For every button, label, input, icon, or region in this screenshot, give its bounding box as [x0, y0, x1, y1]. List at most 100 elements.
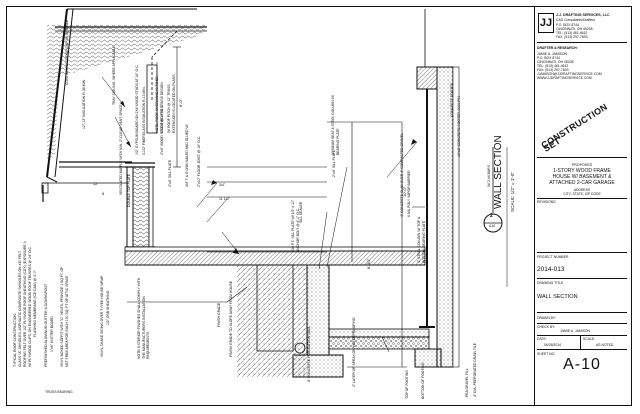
drawing-title: WALL SECTION: [537, 294, 578, 300]
note-vinyl-siding: VINYL SHAKE SIDING OVER TYVEK HOUSE WRAP: [100, 275, 104, 357]
sheet-number: A-10: [563, 356, 601, 373]
detail-number: 2: [490, 213, 493, 219]
date-label: DATE:: [537, 337, 547, 341]
floor-system: [124, 246, 426, 266]
drafter-heading: DRAFTER & RESEARCH:: [537, 46, 578, 50]
project-title-2: HOUSE W/ BASEMENT &: [552, 174, 612, 180]
company-addr1: P.O. BOX 8744: [556, 23, 579, 27]
steel-column: [414, 9, 460, 368]
detail-callout: [483, 147, 508, 287]
dim-pitch-run: 8: [102, 191, 105, 196]
scale-value: AS NOTED: [596, 343, 614, 347]
detail-sheet: A10: [489, 224, 496, 228]
note-box-roof: [146, 64, 158, 134]
note-ridge-cap: CONTINUOUS RIDGE CAP W/ SHINGLE: [65, 19, 69, 85]
project-title-1: 1-STORY WOOD FRAME: [553, 168, 611, 174]
checked-by-label: CHECK BY:: [537, 325, 556, 329]
note-foundation-wall: 8" CONCRETE FOUNDATION WALL: [307, 325, 311, 382]
detail-scale: SCALE: 1/2" = 1'-0": [510, 171, 515, 212]
note-roof-shingles: CLASS "A" SHINGLES, ASPHALTIC COMPOSITE …: [18, 250, 22, 367]
dim-pitch-rise: 12: [93, 181, 98, 186]
note-roof-overhang: NOTE: ROOF OVERHANG IS TO BE MODIFIED PE…: [155, 76, 164, 133]
drafter-line-1: JAMIE A. JAMISON: [537, 52, 567, 56]
drawing-sheet: CONTINUOUS RIDGE CAP W/ SHINGLE 12"-13" …: [6, 6, 632, 406]
note-gypsum: 1/2" GYPSUM BOARD ON 2X4 WOOD STUDS AT 1…: [135, 64, 139, 155]
note-roof-trusses: W/ PLYWOOD CLIPS, ON ENGINEERED WOOD ROO…: [28, 246, 32, 367]
company-sub: CAD Consultants/Drafters: [556, 18, 596, 22]
roof-truss: [41, 8, 207, 202]
dim-joist: 11 1/2": [219, 197, 231, 201]
company-tel: TEL: (513) 461-4612: [556, 31, 588, 35]
note-box-exterior: [256, 264, 294, 352]
note-footer-psi: 16"x8" CONCRETE FOOTER, 3000 PSI: [457, 96, 461, 157]
date: 06/26/2014: [544, 343, 561, 347]
note-fiberglass: 3-1/2" FIBERGLASS INSULATION R-13 MIN.: [142, 86, 146, 155]
drafter-email: JJAMISON@JJDRAFTINGSERVICE.COM: [537, 72, 602, 76]
foundation-wall: [237, 264, 430, 378]
note-pea-gravel: PEA GRAVEL FILL: [465, 368, 469, 397]
drawing-area: CONTINUOUS RIDGE CAP W/ SHINGLE 12"-13" …: [7, 7, 535, 405]
checked-by: JAMIE A. JAMISON: [560, 329, 590, 333]
drafter-line-2: P.O. BOX 8744: [537, 56, 560, 60]
note-subfloor: 3/4" T & G OSB NAILED AND GLUED W/: [185, 124, 189, 187]
note-grade-slope: FINISH GRADE TO SLOPE AWAY FROM HOUSE: [229, 281, 233, 357]
dim-basement-height: 10'-0": [402, 186, 407, 197]
note-gutter-board: 1"x6" GUTTER BOARD: [50, 316, 54, 352]
dim-subfloor: 3/4": [219, 183, 226, 187]
drafter-line-3: CINCINNATI, OH 45208: [537, 60, 574, 64]
revisions-label: REVISIONS: [537, 200, 556, 204]
dim-ceiling-height: 8'-0": [178, 99, 183, 107]
note-tray-ceiling: TRAY CEILING, WHERE APPLICABLE: [112, 45, 116, 105]
scale-label: SCALE:: [583, 337, 596, 341]
note-vapor-barrier: 6 MIL POLY VAPOR BARRIER: [407, 170, 411, 217]
note-bottom-footing: BOTTOM OF FOOTING: [421, 362, 425, 399]
drafter-line-5: FAX: (513) 297-7603: [537, 68, 569, 72]
wall-section-drawing: [41, 8, 508, 378]
company-addr2: CINCINNATI, OH 45208: [556, 27, 593, 31]
company-logo: JJ: [538, 13, 554, 33]
note-waterproofing: 2" LAYER OF SPRAY-ON WATERPROOFING: [352, 317, 356, 387]
note-roof-construction: TYPICAL ROOF CONSTRUCTION:: [13, 313, 17, 367]
note-roof-felt: ROOFING FELT OVER 1/2" PLYWOOD ROOF SHEA…: [23, 241, 27, 367]
address-heading: ADDRESS: [573, 188, 591, 192]
note-finish-grade: FINISH GRADE: [217, 302, 221, 327]
note-soffit: VINYL BOXED SOFFIT WITH "C" VENTS, PROVI…: [60, 266, 64, 367]
project-number: 2014-013: [537, 266, 565, 273]
note-flashing: FLASHING MEMBRANE (ICE DAM) @ 3'-0": [33, 270, 37, 337]
note-baffle: VENTILATED BAFFLE WITH MIN. 2" CLEAR VEN…: [119, 104, 123, 195]
note-floor-joist: 2"x10" FLOOR JOIST @ 16" O.C.: [197, 135, 201, 187]
drawn-by-label: DRAWN BY:: [537, 316, 556, 320]
drafter-line-4: TEL: (513) 461-4612: [537, 64, 569, 68]
note-rebar: W/ 2 #4 BARS: [487, 165, 491, 187]
date-scale-divider: [580, 335, 581, 349]
note-steel-column: 4" STEEL COLUMN W/ TOP & BOTTOM BEARING …: [417, 216, 426, 263]
note-sill-sealer: SILL SEALER: [299, 201, 303, 223]
note-top-footing: TOP OF FOOTING: [405, 370, 409, 399]
note-slab: 4" CONCRETE SLAB OVER 4" COMPACTED GRAVE…: [400, 132, 404, 217]
title-block: JJ J.J. DRAFTING SERVICES, LLC CAD Consu…: [534, 7, 630, 405]
note-concrete-footer: CONCRETE FOOTER: [450, 82, 454, 117]
dim-wall-height: 8'-10": [366, 258, 371, 269]
address-value: CITY, STATE, ZIP CODE: [563, 192, 601, 196]
dimension-lines: [127, 46, 407, 368]
sheet-no-label: SHEET NO:: [537, 352, 556, 356]
note-exterior-finishes: NOTE: EXTERIOR FINISHES SHALL COMPLY WIT…: [137, 277, 151, 359]
arrowheads: [120, 101, 417, 254]
project-title-3: ATTACHED 2-CAR GARAGE: [549, 180, 615, 186]
drawing-title-label: DRAWING TITLE: [537, 281, 564, 285]
note-gutter: PREFINISHED ALUMINUM GUTTER & DOWNSPOUT: [44, 283, 48, 367]
note-top-plate: DOUBLE TOP PLATE: [127, 173, 131, 207]
note-insulation: 12"-13" INSULATION R-38 MIN.: [82, 78, 86, 129]
detail-title: WALL SECTION: [493, 135, 504, 209]
note-drain-tile: 4" DIA. PERFORATED DRAIN TILE: [473, 342, 477, 397]
company-fax: FAX: (513) 297-7603: [556, 35, 588, 39]
construction-set-stamp: CONSTRUCTION SET: [539, 101, 610, 154]
note-truss-bearing: TRUSS BEARING: [45, 390, 73, 394]
project-number-label: PROJECT NUMBER: [537, 255, 569, 259]
drafter-website: WWW.JJDRAFTINGSERVICE.COM: [537, 76, 592, 80]
note-sill-plate: 2"x4" SILL PLATE: [168, 159, 172, 187]
company-name: J.J. DRAFTING SERVICES, LLC: [556, 13, 610, 17]
note-beam-seat: 10' BEAM SEAT & STEEL COLUMN W/ BEARING …: [331, 95, 340, 155]
project-heading: PROPOSED: [571, 163, 593, 167]
note-roof-pitch: W/ ROOF PITCH @ 12" TRUSS EXTENSION IS L…: [167, 74, 176, 133]
